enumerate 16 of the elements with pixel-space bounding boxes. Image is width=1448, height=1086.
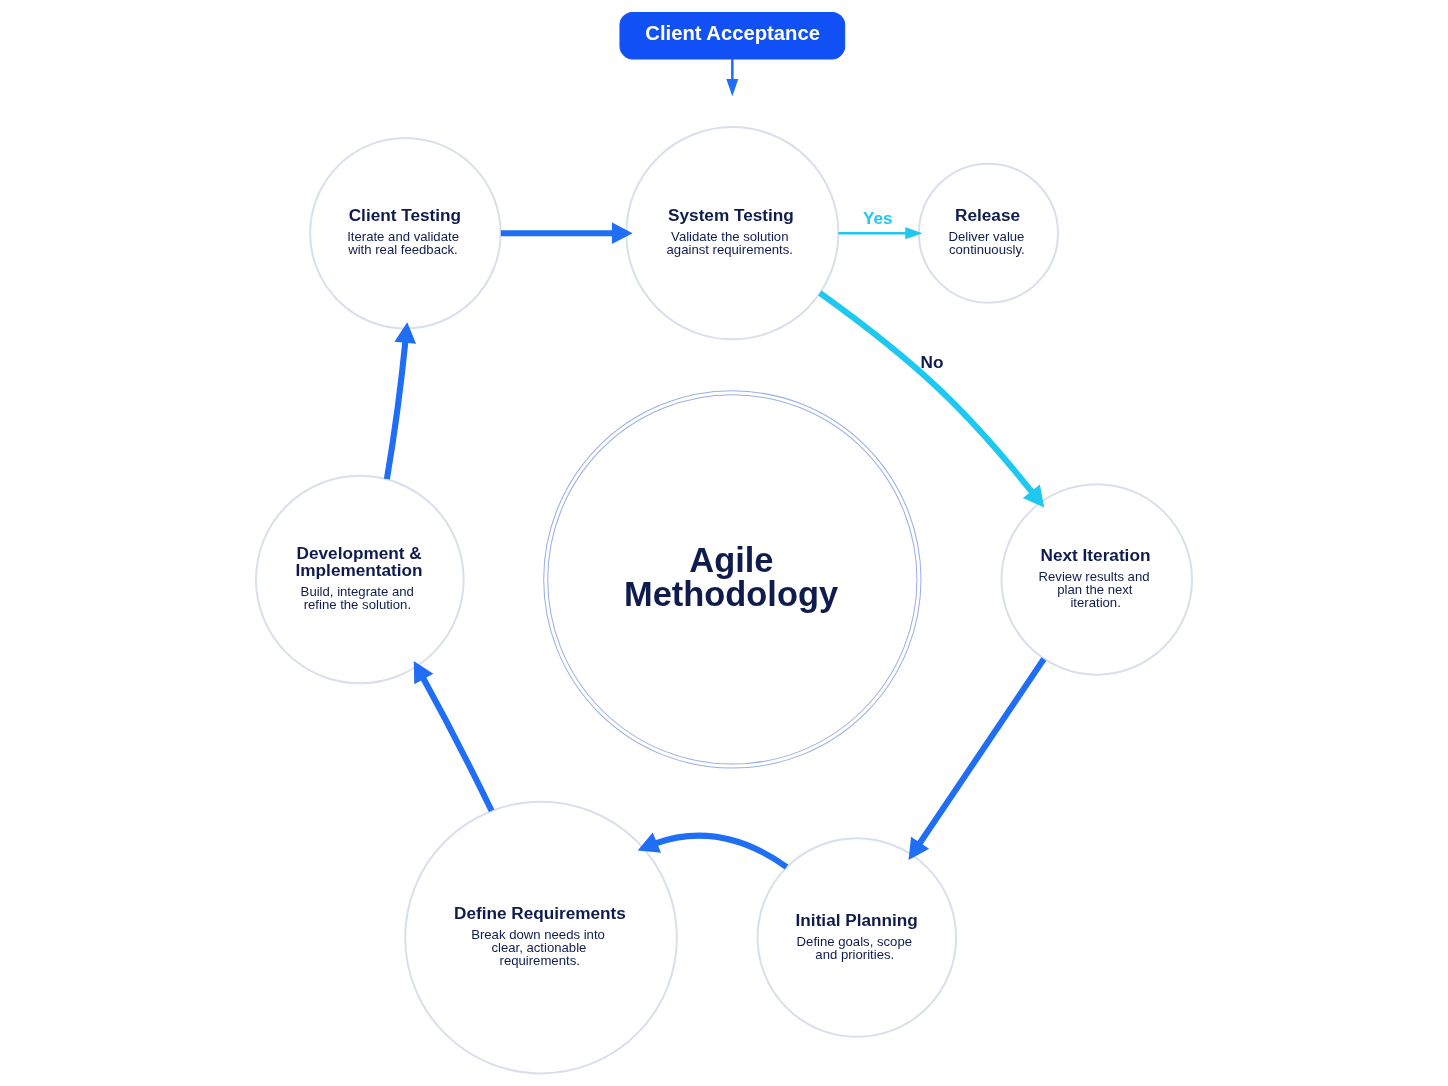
arrow [818,290,1045,508]
node-circle: System Testing Validate the solution against requirements. [625,126,840,341]
arrow [726,59,739,97]
edge-label: Yes [862,207,893,228]
arrow [908,657,1047,860]
arrow [637,832,789,870]
node-circle: Release Deliver value continuously. [917,162,1059,304]
arrow [500,222,633,245]
node-circle: Define Requirements Break down needs into clear, actionable requirements. [404,800,678,1075]
node-box: Client Acceptance [619,11,846,60]
node-circle: Client Testing Iterate and validate with real feedback. [309,136,502,330]
arrow [838,227,923,240]
arrow [413,660,495,813]
node-circle: Agile Methodology [543,390,922,769]
edge-label: No [920,352,944,373]
arrow [383,322,417,480]
